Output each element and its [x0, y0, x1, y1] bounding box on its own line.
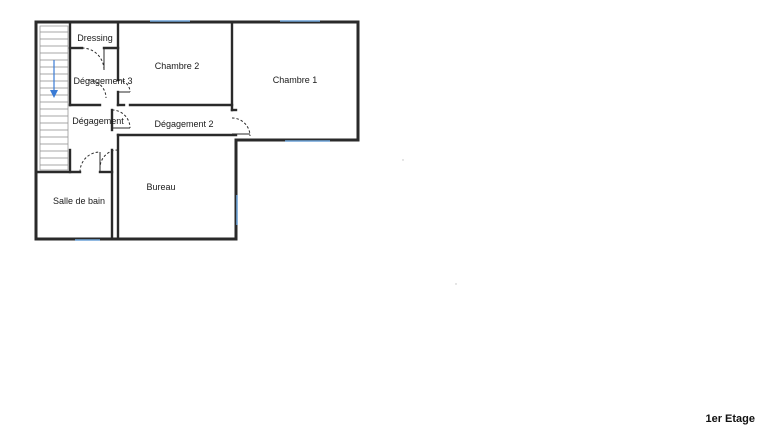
room-label-degagement2: Dégagement 2: [154, 119, 213, 129]
inner-walls: [36, 22, 238, 239]
room-label-salle-de-bain: Salle de bain: [53, 196, 105, 206]
windows: [75, 20, 330, 241]
floor-label: 1er Etage: [705, 413, 755, 425]
room-label-degagement3: Dégagement 3: [73, 76, 132, 86]
doors: [79, 47, 251, 173]
room-label-chambre2: Chambre 2: [155, 61, 200, 71]
stair-arrow: [50, 60, 58, 98]
room-label-dressing: Dressing: [77, 33, 113, 43]
room-label-degagement: Dégagement: [72, 116, 124, 126]
room-label-chambre1: Chambre 1: [273, 75, 318, 85]
outer-walls: [34, 20, 360, 241]
stair-outline: [39, 25, 69, 171]
room-label-bureau: Bureau: [146, 182, 175, 192]
